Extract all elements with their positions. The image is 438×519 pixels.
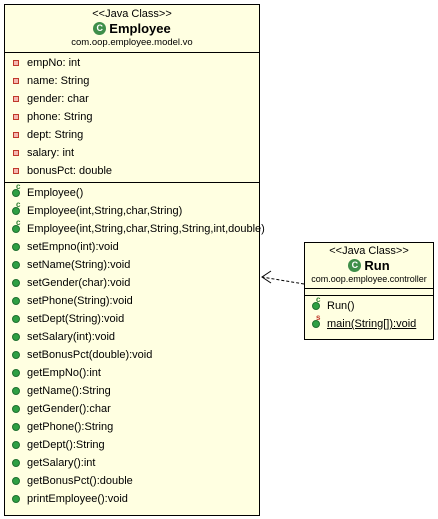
method-row[interactable]: setName(String):void <box>5 256 259 274</box>
run-stereotype: <<Java Class>> <box>329 245 409 257</box>
method-row[interactable]: getDept():String <box>5 436 259 454</box>
employee-fields-separator <box>5 52 259 53</box>
run-fields-separator <box>305 288 433 289</box>
employee-methods-separator <box>5 182 259 183</box>
employee-package: com.oop.employee.model.vo <box>71 37 193 48</box>
public-method-icon <box>12 423 20 431</box>
public-method-icon <box>12 243 20 251</box>
run-package: com.oop.employee.controller <box>311 274 427 284</box>
field-row[interactable]: gender: char <box>5 90 259 108</box>
run-class-header: <<Java Class>> C Run com.oop.employee.co… <box>305 243 433 288</box>
public-method-icon <box>12 459 20 467</box>
method-row[interactable]: setDept(String):void <box>5 310 259 328</box>
method-row[interactable]: getBonusPct():double <box>5 472 259 490</box>
method-row[interactable]: getEmpNo():int <box>5 364 259 382</box>
public-method-icon <box>12 189 20 197</box>
run-methods-separator <box>305 295 433 296</box>
constructor-mark-icon: c <box>316 295 321 304</box>
employee-class-name: Employee <box>109 21 171 36</box>
private-field-icon <box>13 60 19 66</box>
method-row[interactable]: setPhone(String):void <box>5 292 259 310</box>
public-method-icon <box>12 333 20 341</box>
employee-stereotype: <<Java Class>> <box>92 8 172 20</box>
constructor-mark-icon: c <box>16 218 21 227</box>
public-method-icon <box>12 297 20 305</box>
private-field-icon <box>13 96 19 102</box>
method-row[interactable]: getSalary():int <box>5 454 259 472</box>
public-method-icon <box>12 477 20 485</box>
public-method-icon <box>12 207 20 215</box>
dependency-arrowhead <box>261 270 272 284</box>
run-title-row: C Run <box>305 258 433 273</box>
field-row[interactable]: salary: int <box>5 144 259 162</box>
run-class-box[interactable]: <<Java Class>> C Run com.oop.employee.co… <box>304 242 434 340</box>
method-row[interactable]: getPhone():String <box>5 418 259 436</box>
public-method-icon <box>312 302 320 310</box>
field-row[interactable]: phone: String <box>5 108 259 126</box>
field-row[interactable]: dept: String <box>5 126 259 144</box>
public-method-icon <box>12 351 20 359</box>
constructor-mark-icon: c <box>16 200 21 209</box>
field-row[interactable]: bonusPct: double <box>5 162 259 180</box>
method-row[interactable]: getGender():char <box>5 400 259 418</box>
public-method-icon <box>12 441 20 449</box>
method-row[interactable]: printEmployee():void <box>5 490 259 508</box>
method-row[interactable]: setGender(char):void <box>5 274 259 292</box>
method-row[interactable]: getName():String <box>5 382 259 400</box>
method-row[interactable]: setSalary(int):void <box>5 328 259 346</box>
run-class-name: Run <box>364 258 390 273</box>
public-method-icon <box>12 261 20 269</box>
public-method-icon <box>12 369 20 377</box>
public-method-icon <box>12 315 20 323</box>
public-method-icon <box>12 387 20 395</box>
employee-class-header: <<Java Class>> C Employee com.oop.employ… <box>5 5 259 52</box>
employee-fields: empNo: int name: String gender: char pho… <box>5 53 259 182</box>
private-field-icon <box>13 132 19 138</box>
employee-class-box[interactable]: <<Java Class>> C Employee com.oop.employ… <box>4 4 265 516</box>
employee-title-row: C Employee <box>5 21 259 36</box>
field-row[interactable]: empNo: int <box>5 54 259 72</box>
method-row[interactable]: setEmpno(int):void <box>5 238 259 256</box>
class-c-icon: C <box>348 259 362 272</box>
constructor-mark-icon: c <box>16 182 21 191</box>
method-row[interactable]: setBonusPct(double):void <box>5 346 259 364</box>
private-field-icon <box>13 78 19 84</box>
class-c-icon: C <box>93 22 107 35</box>
public-method-icon <box>12 405 20 413</box>
public-method-icon <box>12 495 20 503</box>
private-field-icon <box>13 168 19 174</box>
private-field-icon <box>13 150 19 156</box>
public-method-icon <box>12 279 20 287</box>
field-row[interactable]: name: String <box>5 72 259 90</box>
public-method-icon <box>12 225 20 233</box>
public-method-icon <box>312 320 320 328</box>
private-field-icon <box>13 114 19 120</box>
static-mark-icon: s <box>316 313 321 322</box>
dependency-line <box>261 276 305 285</box>
